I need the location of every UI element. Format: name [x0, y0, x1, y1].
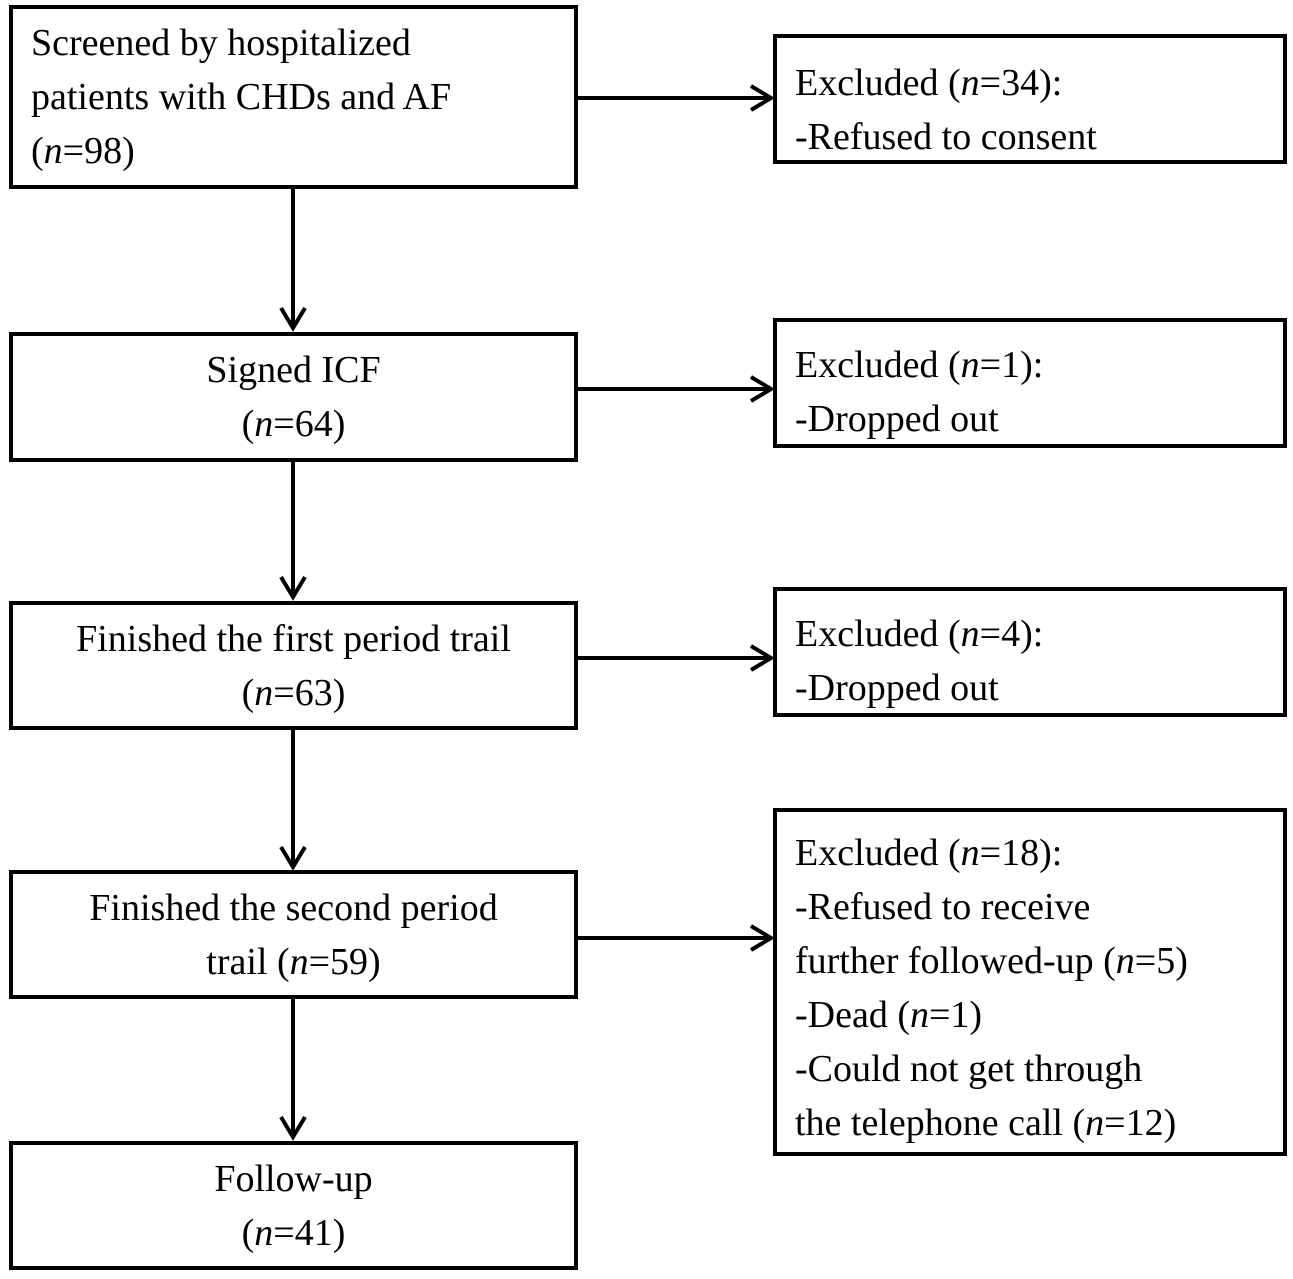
excluded-4-line-1: Excluded (n=18): [795, 832, 1063, 874]
excluded-1-line-1: Excluded (n=34): [795, 62, 1063, 104]
excluded-4-line-4: -Dead (n=1) [795, 994, 983, 1036]
box-excluded-1: Excluded (n=34): -Refused to consent [773, 34, 1287, 164]
box-signed-line-1: Signed ICF [206, 349, 381, 391]
box-second-line-2: trail (n=59) [206, 940, 381, 983]
excluded-4-line-2: -Refused to receive [795, 886, 1091, 928]
box-screened-line-1: Screened by hospitalized [31, 22, 411, 64]
box-first-period: Finished the first period trail (n=63) [9, 601, 578, 730]
excluded-2-line-2: -Dropped out [795, 398, 999, 440]
box-excluded-2: Excluded (n=1): -Dropped out [773, 318, 1287, 448]
box-second-period: Finished the second period trail (n=59) [9, 870, 578, 999]
excluded-4-line-5: -Could not get through [795, 1048, 1143, 1090]
excluded-1-line-2: -Refused to consent [795, 116, 1097, 158]
box-second-line-1: Finished the second period [89, 886, 498, 929]
box-first-line-2: (n=63) [241, 671, 346, 714]
excluded-3-line-1: Excluded (n=4): [795, 613, 1044, 655]
box-screened-line-3: (n=98) [31, 130, 135, 172]
excluded-4-line-6: the telephone call (n=12) [795, 1102, 1177, 1144]
box-followup-line-2: (n=41) [241, 1211, 346, 1254]
box-excluded-4: Excluded (n=18): -Refused to receive fur… [773, 808, 1287, 1156]
box-screened-line-2: patients with CHDs and AF [31, 76, 452, 118]
box-first-line-1: Finished the first period trail [76, 617, 511, 660]
box-screened: Screened by hospitalized patients with C… [9, 5, 578, 189]
excluded-3-line-2: -Dropped out [795, 667, 999, 709]
box-signed-icf: Signed ICF (n=64) [9, 332, 578, 462]
box-follow-up: Follow-up (n=41) [9, 1141, 578, 1270]
box-followup-line-1: Follow-up [214, 1157, 373, 1200]
box-signed-line-2: (n=64) [241, 403, 346, 445]
excluded-2-line-1: Excluded (n=1): [795, 344, 1044, 386]
box-excluded-3: Excluded (n=4): -Dropped out [773, 587, 1287, 717]
excluded-4-line-3: further followed-up (n=5) [795, 940, 1188, 982]
